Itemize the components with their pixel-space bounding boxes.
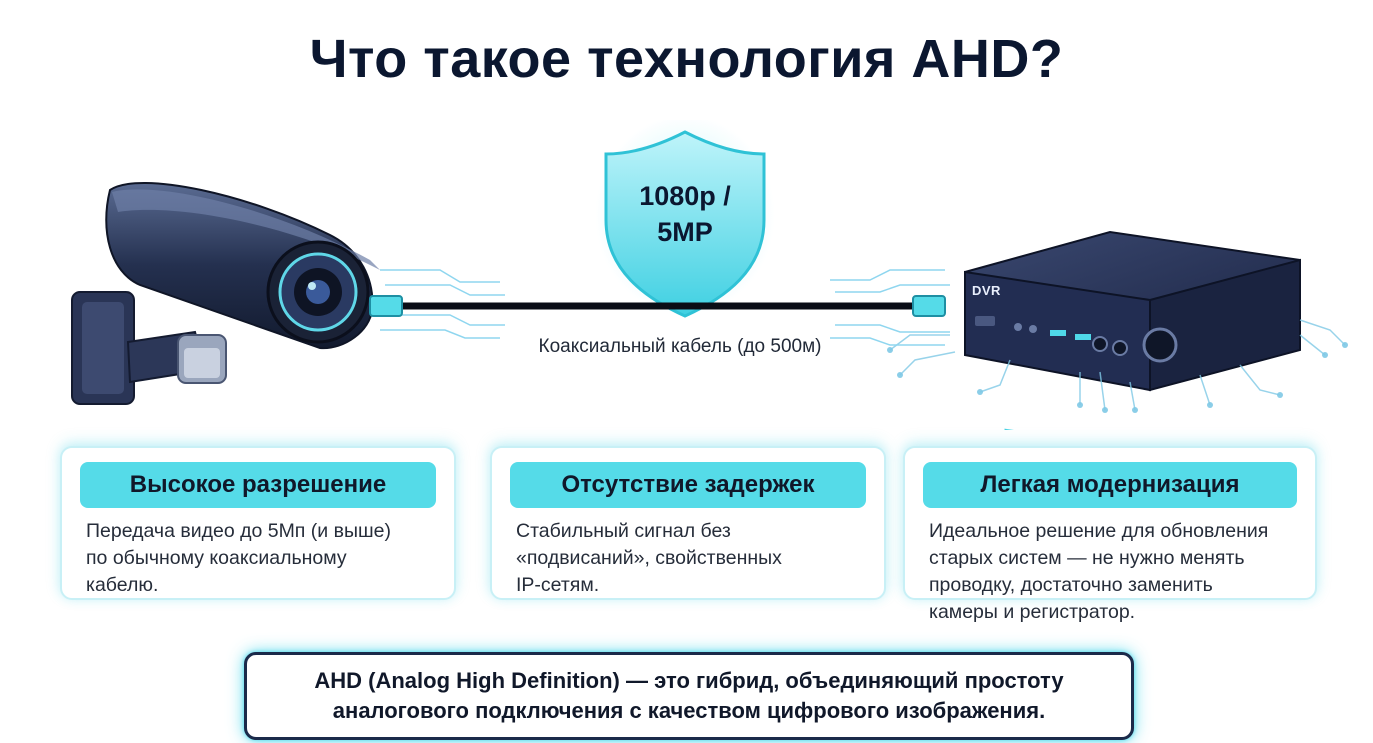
circuit-traces: [889, 319, 1346, 411]
feature-card-upgrade: Легкая модернизация Идеальное решение дл…: [903, 446, 1317, 623]
summary-note: AHD (Analog High Definition) — это гибри…: [244, 652, 1134, 740]
feature-card-line: камеры и регистратор.: [929, 601, 1136, 623]
feature-card-line: IP-сетям.: [516, 574, 600, 596]
dvr-icon: [964, 230, 1301, 430]
summary-note-line-2: аналогового подключения с качеством цифр…: [332, 698, 1046, 723]
camera-icon: [71, 181, 380, 405]
feature-card-resolution: Высокое разрешение Передача видео до 5Мп…: [60, 446, 456, 600]
connection-diagram: [0, 120, 1373, 430]
shield-label-line-1: 1080p /: [639, 181, 731, 211]
diagram-svg: [71, 120, 1348, 430]
feature-card-text: Стабильный сигнал без «подвисаний», свой…: [516, 518, 874, 599]
feature-card-line: кабелю.: [86, 574, 159, 596]
page-title: Что такое технология AHD?: [309, 29, 1064, 89]
feature-card-text: Идеальное решение для обновления старых …: [929, 518, 1305, 626]
feature-card-line: проводку, достаточно заменить: [929, 574, 1213, 596]
feature-card-line: Стабильный сигнал без: [516, 520, 731, 542]
feature-card-line: Идеальное решение для обновления: [929, 520, 1269, 542]
feature-card-line: Передача видео до 5Мп (и выше): [86, 520, 391, 542]
summary-note-line-1: AHD (Analog High Definition) — это гибри…: [314, 668, 1064, 693]
feature-card-line: по обычному коаксиальному: [86, 547, 347, 569]
signal-lines: [380, 269, 950, 346]
cable-caption: Коаксиальный кабель (до 500м): [538, 336, 822, 357]
feature-card-latency: Отсутствие задержек Стабильный сигнал бе…: [490, 446, 886, 600]
shield-icon: [604, 130, 766, 318]
shield-label: 1080p / 5MP: [600, 178, 770, 250]
feature-card-line: старых систем — не нужно менять: [929, 547, 1245, 569]
cable-connector-left: [369, 295, 403, 317]
feature-card-title: Отсутствие задержек: [510, 462, 866, 508]
feature-card-title: Легкая модернизация: [923, 462, 1297, 508]
cable-connector-right: [912, 295, 946, 317]
feature-card-line: «подвисаний», свойственных: [516, 547, 782, 569]
feature-card-text: Передача видео до 5Мп (и выше) по обычно…: [86, 518, 444, 599]
dvr-label: DVR: [972, 283, 1001, 298]
feature-card-title: Высокое разрешение: [80, 462, 436, 508]
shield-label-line-2: 5MP: [657, 217, 713, 247]
